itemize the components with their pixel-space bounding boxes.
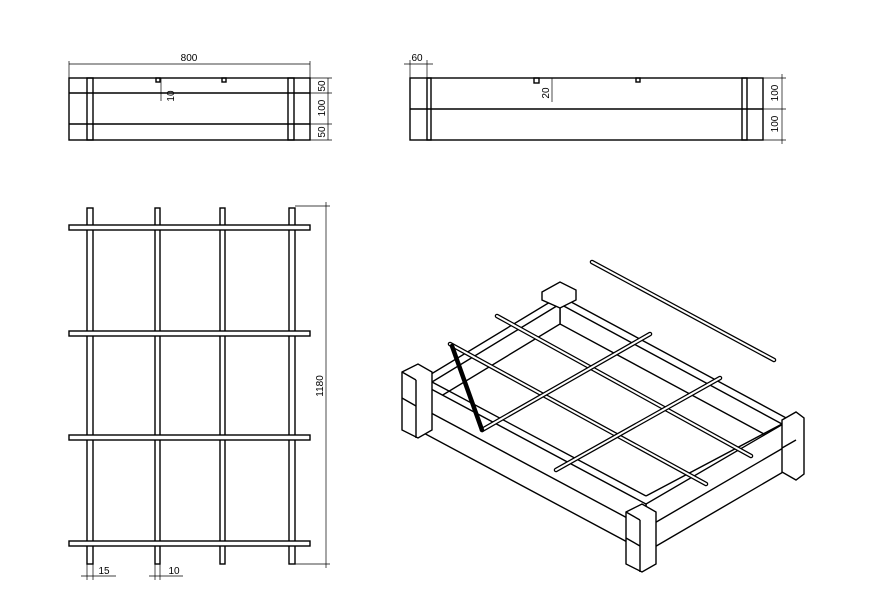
front-view: 800 10 50 100 50 <box>68 53 332 141</box>
top-view-board-1 <box>68 224 311 231</box>
front-width-dimension: 800 <box>68 53 311 78</box>
top-view-board-4 <box>68 540 311 547</box>
top-bottom-dimensions: 15 10 <box>81 564 183 580</box>
top-view-rod-3 <box>219 207 226 565</box>
top-view-board-2 <box>68 330 311 337</box>
side-height-dimensions: 100 100 <box>763 74 786 144</box>
front-width-label: 800 <box>181 53 198 64</box>
front-slot-dimension: 10 <box>160 78 177 102</box>
top-length-label: 1180 <box>315 375 326 397</box>
top-view-rod-1 <box>86 207 94 565</box>
isometric-view <box>401 259 805 573</box>
top-view: 1180 15 10 <box>68 202 330 580</box>
side-slot-dimension: 20 <box>541 78 553 102</box>
front-slot-label: 10 <box>166 90 177 102</box>
front-mid-height-label: 100 <box>317 99 328 116</box>
iso-post-left <box>401 363 433 439</box>
iso-post-front <box>625 503 657 573</box>
side-post-label: 60 <box>411 53 423 64</box>
side-upper-height-label: 100 <box>770 84 781 101</box>
front-height-dimensions: 50 100 50 <box>310 77 332 141</box>
top-view-board-3 <box>68 434 311 441</box>
iso-post-back <box>541 281 577 309</box>
side-slot-label: 20 <box>541 87 552 99</box>
top-rod-width-label: 10 <box>168 566 180 577</box>
side-post-dimension: 60 <box>404 53 433 78</box>
top-view-rod-4 <box>288 207 296 565</box>
front-top-height-label: 50 <box>317 80 328 92</box>
front-bot-height-label: 50 <box>317 126 328 138</box>
top-left-gap-label: 15 <box>98 566 110 577</box>
top-view-rod-2 <box>154 207 161 565</box>
side-view: 60 20 100 100 <box>404 53 786 144</box>
iso-post-right <box>781 411 805 481</box>
top-length-dimension: 1180 <box>295 202 330 568</box>
side-lower-height-label: 100 <box>770 115 781 132</box>
